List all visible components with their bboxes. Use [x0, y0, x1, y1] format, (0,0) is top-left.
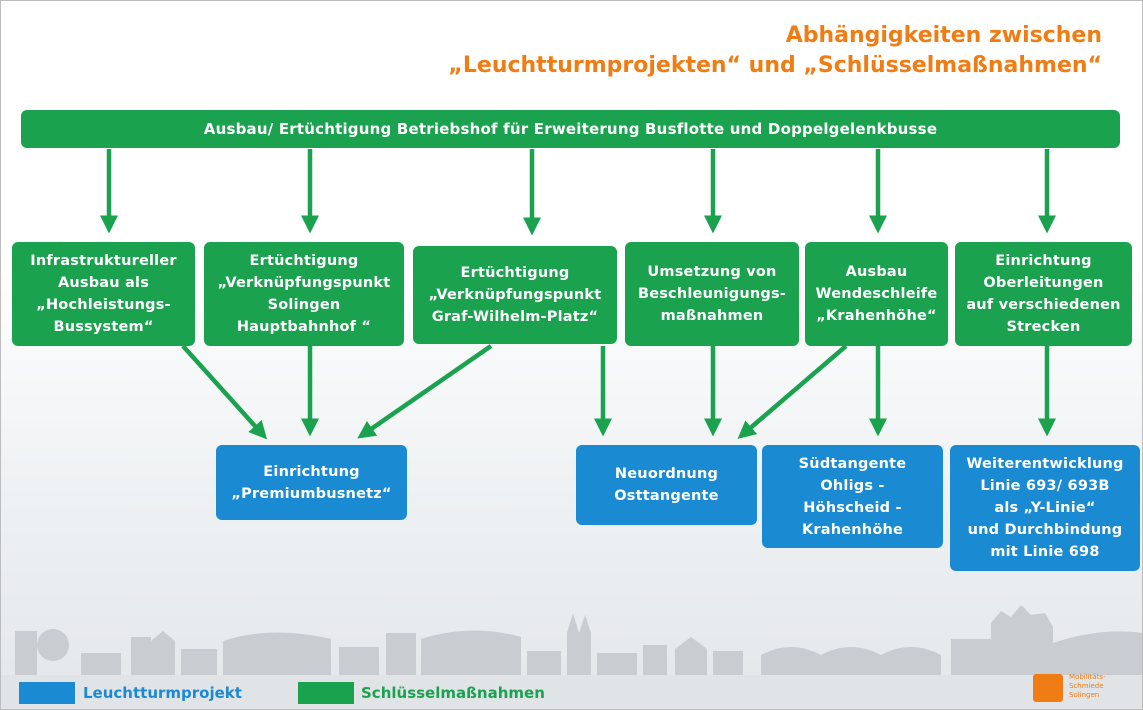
legend-swatch-lighthouse: [19, 682, 75, 704]
title-line-2: „Leuchtturmprojekten“ und „Schlüsselmaßn…: [448, 53, 1102, 78]
lighthouse-y-linie: Weiterentwicklung Linie 693/ 693B als „Y…: [950, 445, 1140, 571]
key-measure-hochleistungs-bussystem: Infrastruktureller Ausbau als „Hochleist…: [12, 242, 195, 346]
key-measure-hauptbahnhof: Ertüchtigung „Verknüpfungspunkt Solingen…: [204, 242, 404, 346]
logo-text: Mobilitäts- Schmiede Solingen: [1069, 673, 1106, 699]
title-line-1: Abhängigkeiten zwischen: [785, 23, 1102, 48]
key-measure-graf-wilhelm-platz: Ertüchtigung „Verknüpfungspunkt Graf-Wil…: [413, 246, 617, 344]
lighthouse-osttangente: Neuordnung Osttangente: [576, 445, 757, 525]
key-measure-wendeschleife-krahenhoehe: Ausbau Wendeschleife „Krahenhöhe“: [805, 242, 948, 346]
top-key-measure-bar: Ausbau/ Ertüchtigung Betriebshof für Erw…: [21, 110, 1120, 148]
arrow-km1-to-premium: [181, 344, 268, 440]
city-skyline-illustration: [15, 605, 1142, 675]
legend-swatch-key: [298, 682, 354, 704]
legend-label-lighthouse: Leuchtturmprojekt: [83, 684, 242, 702]
logo-icon: [1033, 674, 1063, 702]
key-measure-beschleunigung: Umsetzung von Beschleunigungs- maßnahmen: [625, 242, 799, 346]
arrow-km5-to-osttangente: [737, 344, 848, 439]
key-measure-oberleitungen: Einrichtung Oberleitungen auf verschiede…: [955, 242, 1132, 346]
arrow-km3-to-premium: [357, 344, 493, 439]
lighthouse-suedtangente: Südtangente Ohligs - Höhscheid - Krahenh…: [762, 445, 943, 548]
legend-label-key: Schlüsselmaßnahmen: [361, 684, 545, 702]
slide-title: Abhängigkeiten zwischen „Leuchtturmproje…: [402, 21, 1102, 81]
lighthouse-premiumbusnetz: Einrichtung „Premiumbusnetz“: [216, 445, 407, 520]
legend-bar: [1, 675, 1142, 709]
